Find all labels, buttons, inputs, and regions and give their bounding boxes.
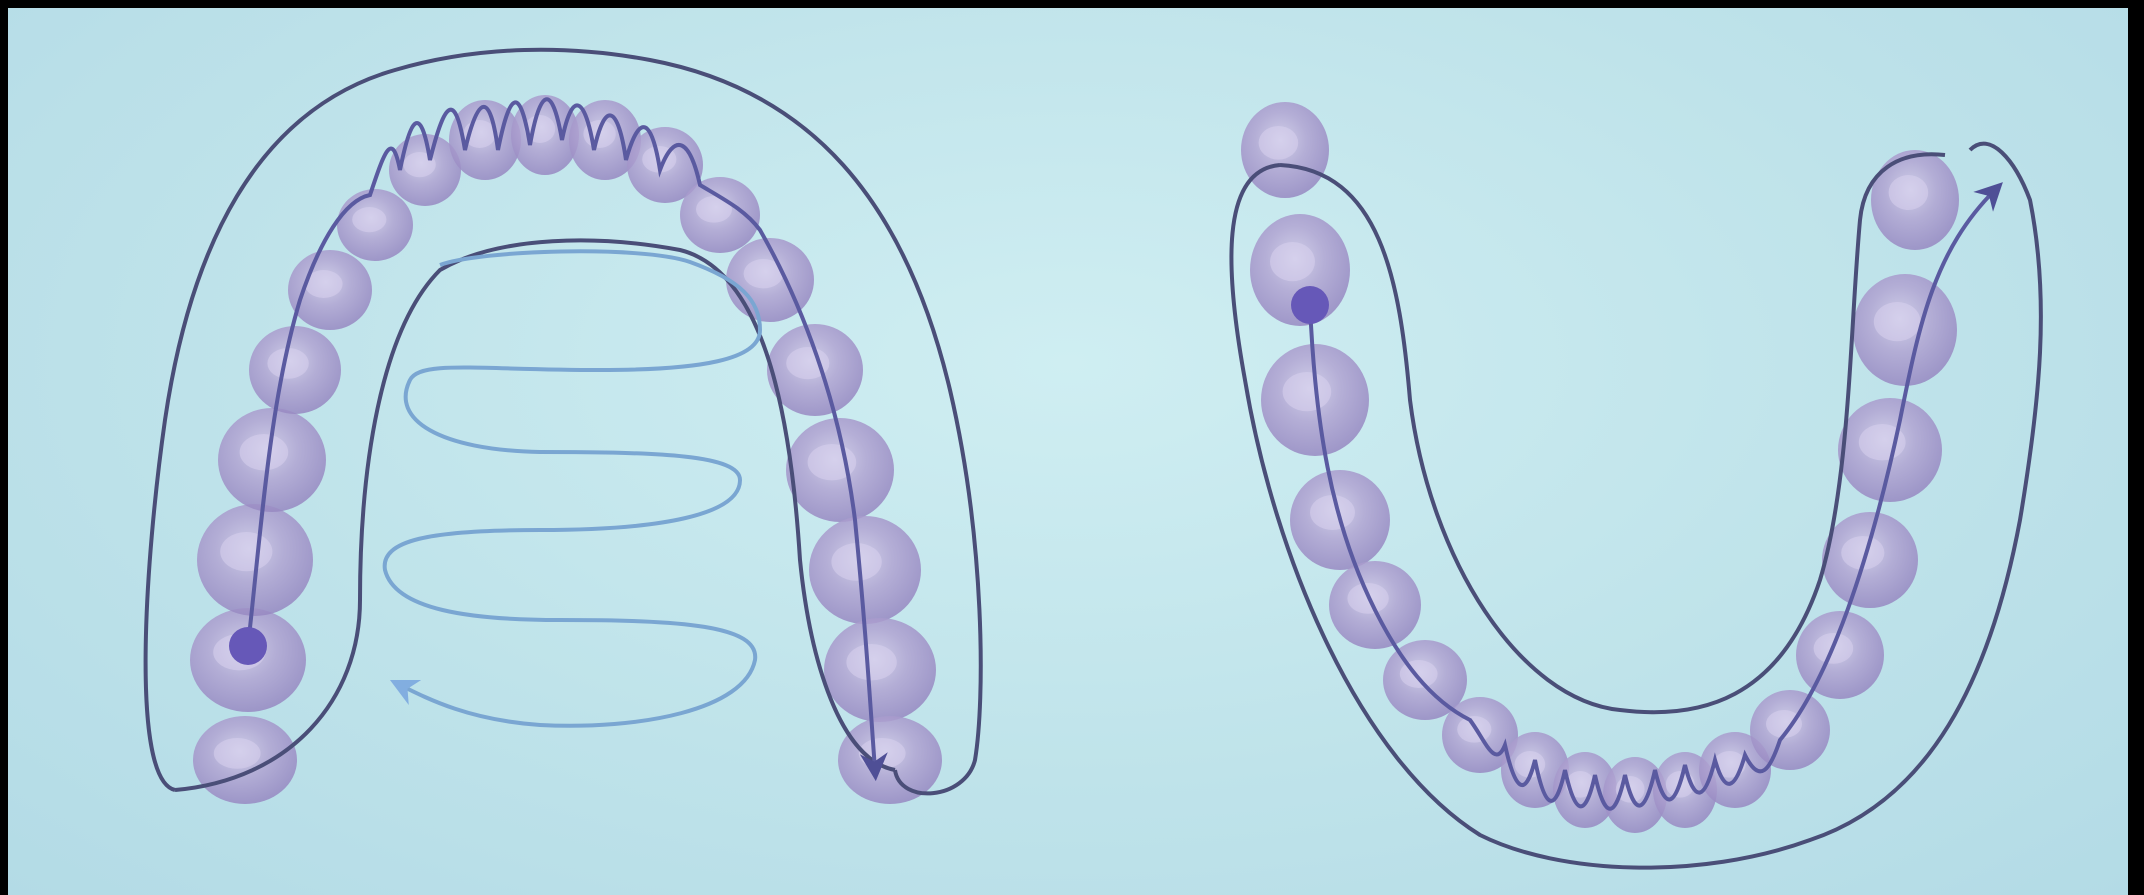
upper-start-dot — [229, 627, 267, 665]
upper-tooth-highlight — [214, 738, 261, 769]
lower-start-dot — [1291, 286, 1329, 324]
upper-tooth-highlight — [220, 532, 272, 571]
lower-tooth-highlight — [1270, 242, 1315, 281]
upper-arch — [146, 50, 981, 804]
lower-teeth — [1241, 102, 1959, 833]
upper-tooth-highlight — [846, 644, 896, 680]
lower-tooth-highlight — [1874, 302, 1921, 341]
upper-tooth-highlight — [352, 207, 386, 232]
lower-tooth-highlight — [1283, 372, 1332, 411]
lower-tooth-highlight — [1310, 495, 1355, 530]
lower-tooth-highlight — [1889, 175, 1929, 210]
lower-tooth-highlight — [1259, 126, 1299, 160]
lower-arch — [1231, 102, 2041, 868]
upper-tooth-highlight — [240, 434, 289, 470]
upper-brushing-path — [248, 99, 875, 770]
upper-tongue-serpentine-path — [385, 251, 760, 725]
